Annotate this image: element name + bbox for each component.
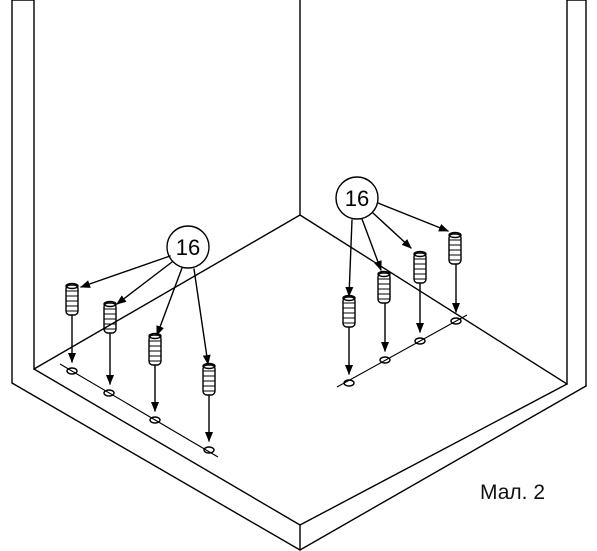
hole bbox=[343, 379, 355, 387]
callout-number: 16 bbox=[345, 186, 369, 211]
dowel bbox=[413, 250, 427, 284]
dowel bbox=[202, 362, 216, 396]
hole bbox=[149, 416, 161, 424]
insertion-arrows bbox=[68, 264, 460, 442]
cabinet-outline bbox=[11, 0, 587, 551]
dowel bbox=[65, 282, 79, 316]
leader-arrows bbox=[80, 202, 449, 365]
hole bbox=[66, 367, 78, 375]
dowel bbox=[148, 332, 162, 366]
dowel bbox=[103, 300, 117, 334]
holes bbox=[66, 317, 462, 454]
dowel bbox=[377, 270, 391, 304]
dowels bbox=[65, 231, 462, 396]
hole bbox=[379, 356, 391, 364]
hole bbox=[203, 446, 215, 454]
callout-right: 16 bbox=[335, 176, 379, 220]
dowel bbox=[448, 231, 462, 265]
hole-row-lines bbox=[59, 314, 468, 458]
hole bbox=[103, 389, 115, 397]
callout-left: 16 bbox=[166, 225, 210, 269]
hole bbox=[414, 337, 426, 345]
callout-number: 16 bbox=[176, 235, 200, 260]
figure-caption: Мал. 2 bbox=[480, 481, 546, 504]
hole bbox=[450, 317, 462, 325]
dowel bbox=[342, 294, 356, 328]
